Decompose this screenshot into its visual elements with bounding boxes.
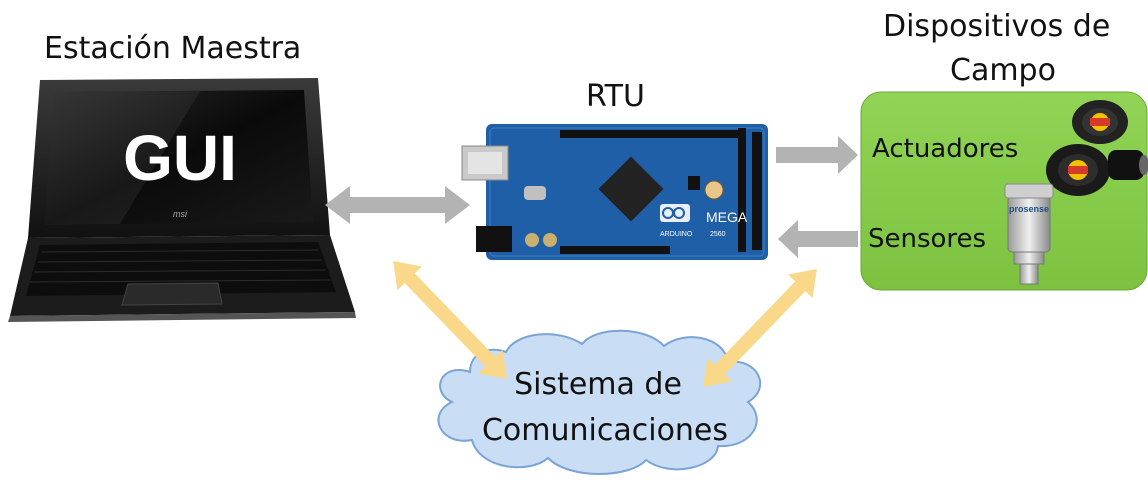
field-title-line1: Dispositivos de	[883, 9, 1111, 44]
board-brand: ARDUINO	[660, 231, 693, 238]
laptop-icon	[8, 78, 356, 322]
communications-cloud-icon	[437, 329, 761, 475]
arrow-sensors-to-rtu	[778, 220, 858, 258]
sensor-brand: prosense	[1009, 204, 1049, 214]
field-title-line2: Campo	[950, 53, 1056, 88]
master-title: Estación Maestra	[44, 31, 302, 66]
actuators-label: Actuadores	[872, 134, 1018, 164]
double-arrow-laptop-rtu	[325, 186, 470, 224]
sensors-label: Sensores	[868, 224, 986, 254]
arduino-board-icon	[461, 124, 768, 260]
pressure-sensor-icon	[1004, 183, 1054, 285]
comms-line2: Comunicaciones	[482, 413, 728, 448]
field-devices-box	[860, 91, 1148, 291]
arrow-rtu-to-actuators	[776, 136, 858, 174]
laptop-brand: msi	[173, 209, 188, 219]
board-sub: 2560	[710, 231, 726, 238]
yellow-arrow-rtu-comms	[393, 261, 507, 379]
yellow-arrow-comms-field	[703, 269, 817, 387]
actuator-motor-icon	[1046, 100, 1148, 196]
rtu-title: RTU	[586, 79, 645, 114]
comms-line1: Sistema de	[514, 367, 682, 402]
laptop-screen-text: GUI	[123, 122, 237, 194]
board-model: MEGA	[706, 209, 748, 225]
